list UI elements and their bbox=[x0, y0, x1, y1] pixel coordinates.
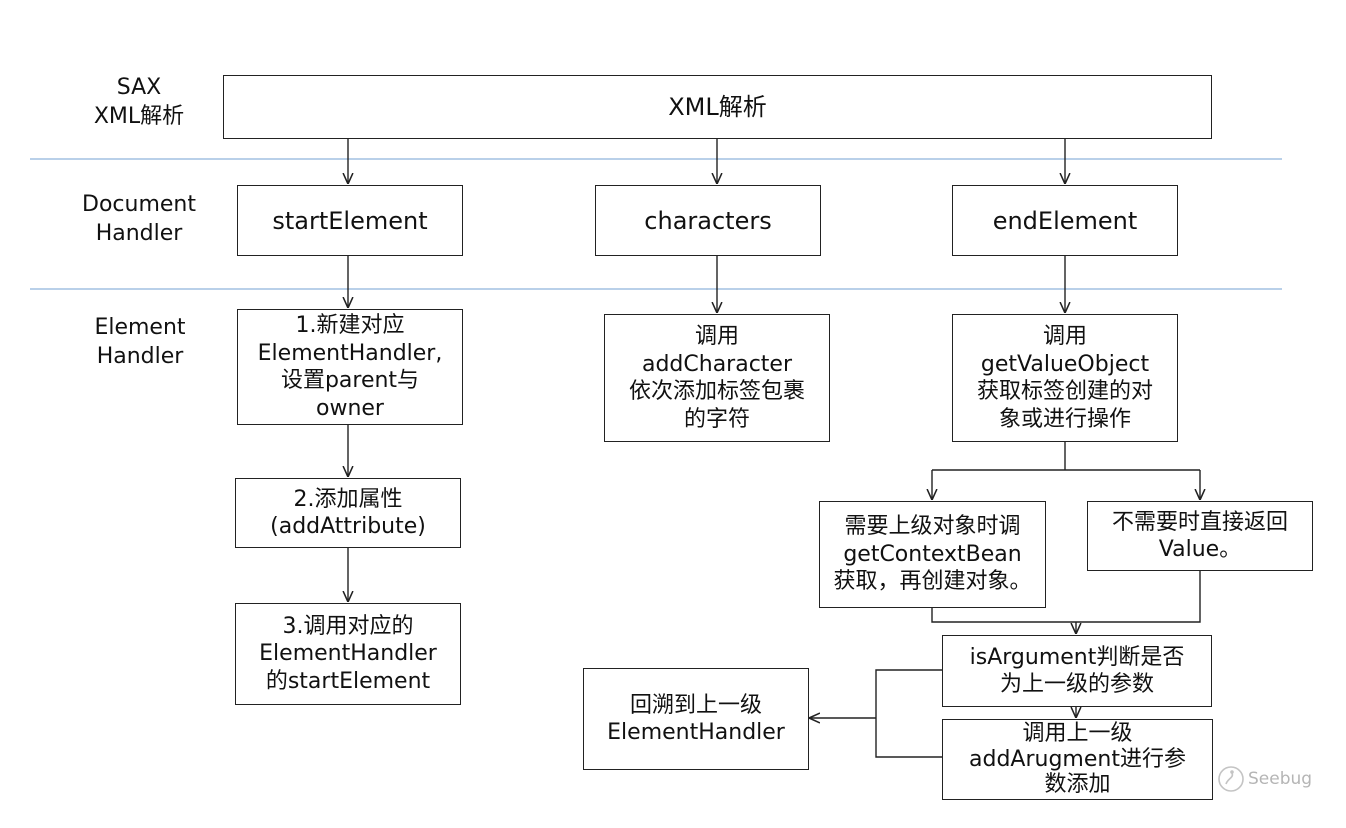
node-no-need: 不需要时直接返回 Value。 bbox=[1087, 501, 1313, 571]
node-start-element: startElement bbox=[237, 185, 463, 256]
node-step1-line-3: 设置parent与 bbox=[280, 368, 420, 393]
node-step1-line-2: ElementHandler, bbox=[257, 340, 443, 366]
node-end-element: endElement bbox=[952, 185, 1178, 256]
node-add-character-line-4: 的字符 bbox=[683, 406, 750, 432]
node-get-value-object: 调用 getValueObject 获取标签创建的对 象或进行操作 bbox=[952, 314, 1178, 442]
node-xml-parse: XML解析 bbox=[223, 75, 1212, 139]
node-is-argument: isArgument判断是否 为上一级的参数 bbox=[942, 635, 1212, 707]
node-is-argument-line-1: isArgument判断是否 bbox=[969, 644, 1185, 670]
node-characters: characters bbox=[595, 185, 821, 256]
node-add-character-line-3: 依次添加标签包裹 bbox=[628, 379, 805, 404]
node-step2-add-attribute: 2.添加属性 (addAttribute) bbox=[235, 478, 461, 548]
seebug-watermark-text: Seebug bbox=[1248, 769, 1313, 789]
node-get-value-object-line-1: 调用 bbox=[1042, 324, 1087, 349]
bracket-to-backtrack bbox=[875, 669, 942, 758]
node-end-element-text: endElement bbox=[992, 206, 1138, 235]
node-step3-line-3: 的startElement bbox=[265, 668, 431, 694]
node-add-argument-line-2: addArugment进行参 bbox=[969, 746, 1186, 772]
node-need-parent: 需要上级对象时调 getContextBean 获取，再创建对象。 bbox=[819, 501, 1046, 608]
node-get-value-object-line-2: getValueObject bbox=[980, 351, 1150, 377]
node-backtrack: 回溯到上一级 ElementHandler bbox=[583, 668, 809, 770]
node-add-character: 调用 addCharacter 依次添加标签包裹 的字符 bbox=[604, 314, 830, 442]
node-step3-line-1: 3.调用对应的 bbox=[282, 613, 414, 639]
merge-need-parent bbox=[931, 571, 1201, 623]
node-get-value-object-line-4: 象或进行操作 bbox=[998, 406, 1131, 432]
node-is-argument-line-2: 为上一级的参数 bbox=[999, 672, 1154, 697]
lane-label-element-line-2: Handler bbox=[96, 343, 184, 369]
seebug-logo-icon bbox=[1218, 766, 1244, 792]
lane-label-sax-line-2: XML解析 bbox=[93, 103, 185, 129]
node-no-need-line-1: 不需要时直接返回 bbox=[1111, 509, 1288, 535]
node-step3-line-2: ElementHandler bbox=[259, 641, 437, 667]
node-step2-line-1: 2.添加属性 bbox=[293, 486, 403, 512]
node-add-argument-line-1: 调用上一级 bbox=[1022, 720, 1133, 746]
seebug-watermark: Seebug bbox=[1216, 764, 1312, 794]
node-need-parent-line-1: 需要上级对象时调 bbox=[844, 514, 1021, 540]
node-backtrack-line-1: 回溯到上一级 bbox=[629, 692, 762, 718]
node-step1-new-handler: 1.新建对应 ElementHandler, 设置parent与 owner bbox=[237, 309, 463, 425]
node-step1-line-4: owner bbox=[316, 395, 384, 421]
lane-label-document-handler: Document Handler bbox=[62, 191, 216, 248]
node-add-argument: 调用上一级 addArugment进行参 数添加 bbox=[942, 719, 1213, 800]
lane-label-sax-line-1: SAX bbox=[116, 75, 162, 100]
lane-label-sax: SAX XML解析 bbox=[72, 74, 206, 131]
node-start-element-text: startElement bbox=[272, 206, 428, 235]
node-add-argument-line-3: 数添加 bbox=[1044, 772, 1111, 798]
lane-label-element-line-1: Element bbox=[94, 315, 186, 340]
node-add-character-line-1: 调用 bbox=[694, 324, 739, 349]
node-add-character-line-2: addCharacter bbox=[641, 351, 793, 377]
node-xml-parse-text: XML解析 bbox=[668, 93, 767, 121]
node-need-parent-line-2: getContextBean bbox=[843, 541, 1022, 567]
node-step3-call-start-element: 3.调用对应的 ElementHandler 的startElement bbox=[235, 603, 461, 705]
node-backtrack-line-2: ElementHandler bbox=[607, 720, 785, 745]
node-get-value-object-line-3: 获取标签创建的对 bbox=[976, 379, 1153, 404]
lane-label-document-line-2: Handler bbox=[95, 220, 183, 246]
lane-label-document-line-1: Document bbox=[82, 192, 196, 217]
node-characters-text: characters bbox=[644, 206, 772, 235]
node-step1-line-1: 1.新建对应 bbox=[295, 313, 405, 338]
lane-label-element-handler: Element Handler bbox=[72, 314, 208, 371]
node-need-parent-line-3: 获取，再创建对象。 bbox=[833, 569, 1032, 595]
node-no-need-line-2: Value。 bbox=[1158, 537, 1242, 562]
node-step2-line-2: (addAttribute) bbox=[270, 514, 426, 539]
